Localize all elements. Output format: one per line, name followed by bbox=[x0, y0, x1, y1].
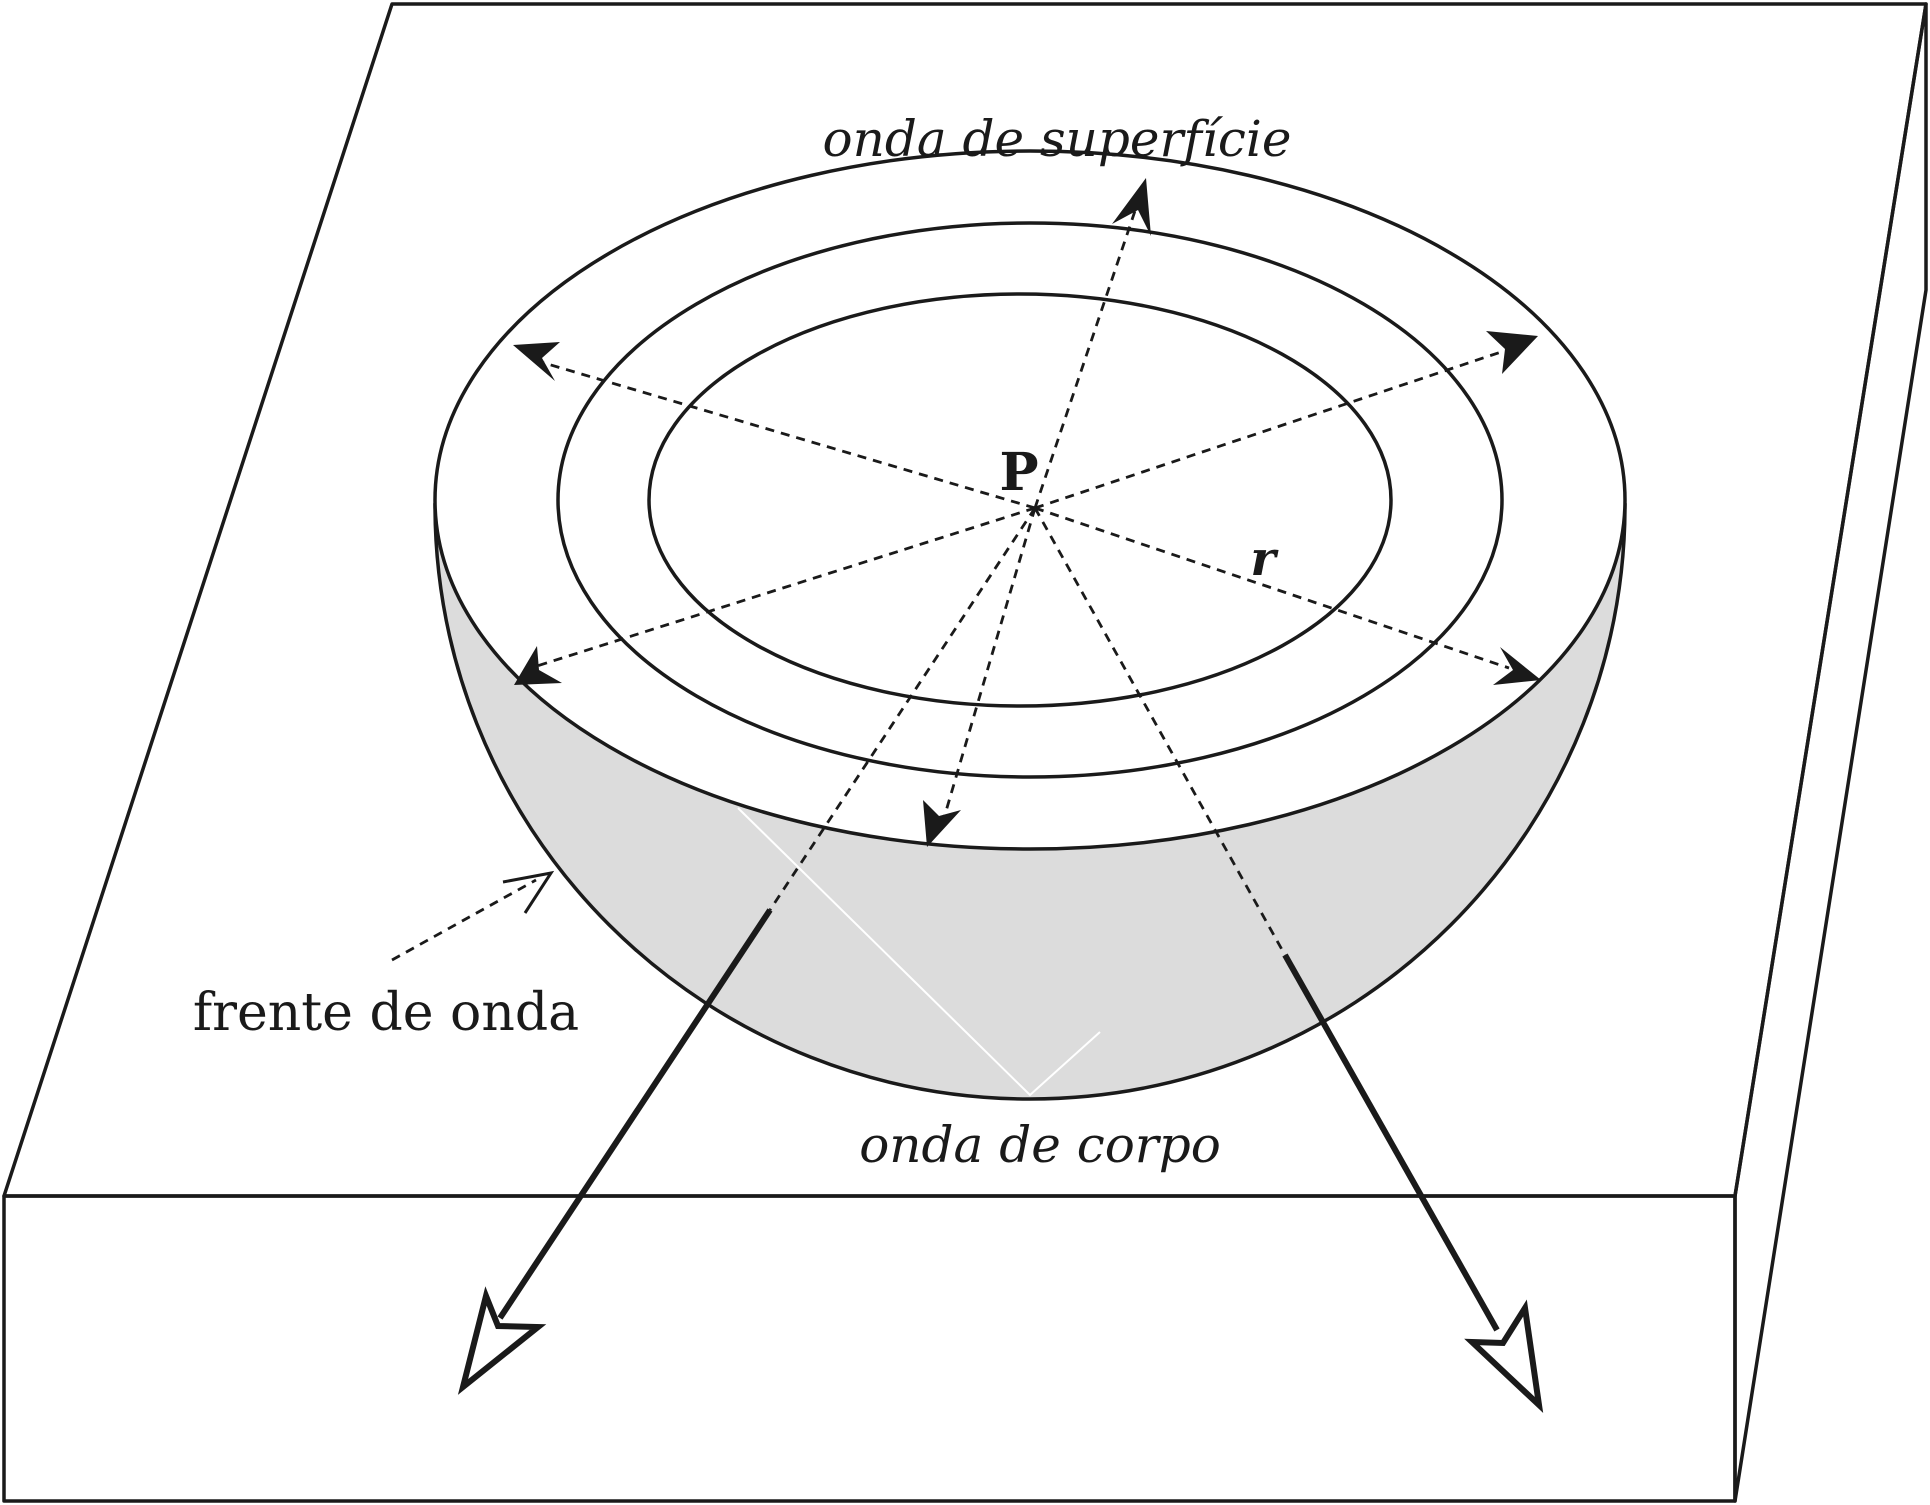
body-ray-right-arrowhead bbox=[1464, 1299, 1544, 1414]
wavefront-label: frente de onda bbox=[193, 983, 579, 1043]
body-ray-right-dashed bbox=[1033, 507, 1287, 956]
body-ray-right-solid bbox=[1282, 953, 1500, 1332]
wavefront-pointer-arrowhead bbox=[502, 870, 555, 914]
arrowhead-lower-left bbox=[514, 646, 562, 685]
body-ray-left-solid bbox=[497, 908, 773, 1320]
arrowhead-up bbox=[1112, 178, 1151, 236]
surface-wave-label: onda de superfície bbox=[823, 110, 1292, 168]
wavefront-pointer-line bbox=[391, 878, 537, 962]
body-ray-left-dashed bbox=[768, 507, 1037, 911]
ray-lower-left bbox=[536, 506, 1036, 668]
inner-ring bbox=[647, 292, 1393, 708]
body-rays bbox=[457, 507, 1544, 1414]
radius-label: r bbox=[1250, 531, 1279, 587]
arrowhead-upper-right bbox=[1486, 331, 1538, 374]
point-label: P bbox=[999, 442, 1038, 503]
arrowhead-upper-left bbox=[513, 342, 560, 381]
ray-up bbox=[1033, 195, 1142, 509]
wavefront-pointer bbox=[391, 870, 555, 962]
ground-right-face bbox=[1733, 2, 1928, 1503]
surface-rays bbox=[513, 178, 1541, 847]
hemisphere-highlight bbox=[737, 807, 1101, 1097]
surface-rings bbox=[433, 149, 1627, 851]
arrowhead-lower-right bbox=[1493, 647, 1541, 685]
ray-lower-right bbox=[1034, 506, 1510, 670]
arrowhead-down bbox=[923, 800, 961, 847]
ray-upper-right bbox=[1034, 348, 1508, 510]
ray-down bbox=[942, 507, 1037, 819]
ray-upper-left bbox=[533, 358, 1036, 510]
body-wave-label: onda de corpo bbox=[859, 1116, 1221, 1174]
body-ray-left-arrowhead bbox=[457, 1286, 547, 1395]
